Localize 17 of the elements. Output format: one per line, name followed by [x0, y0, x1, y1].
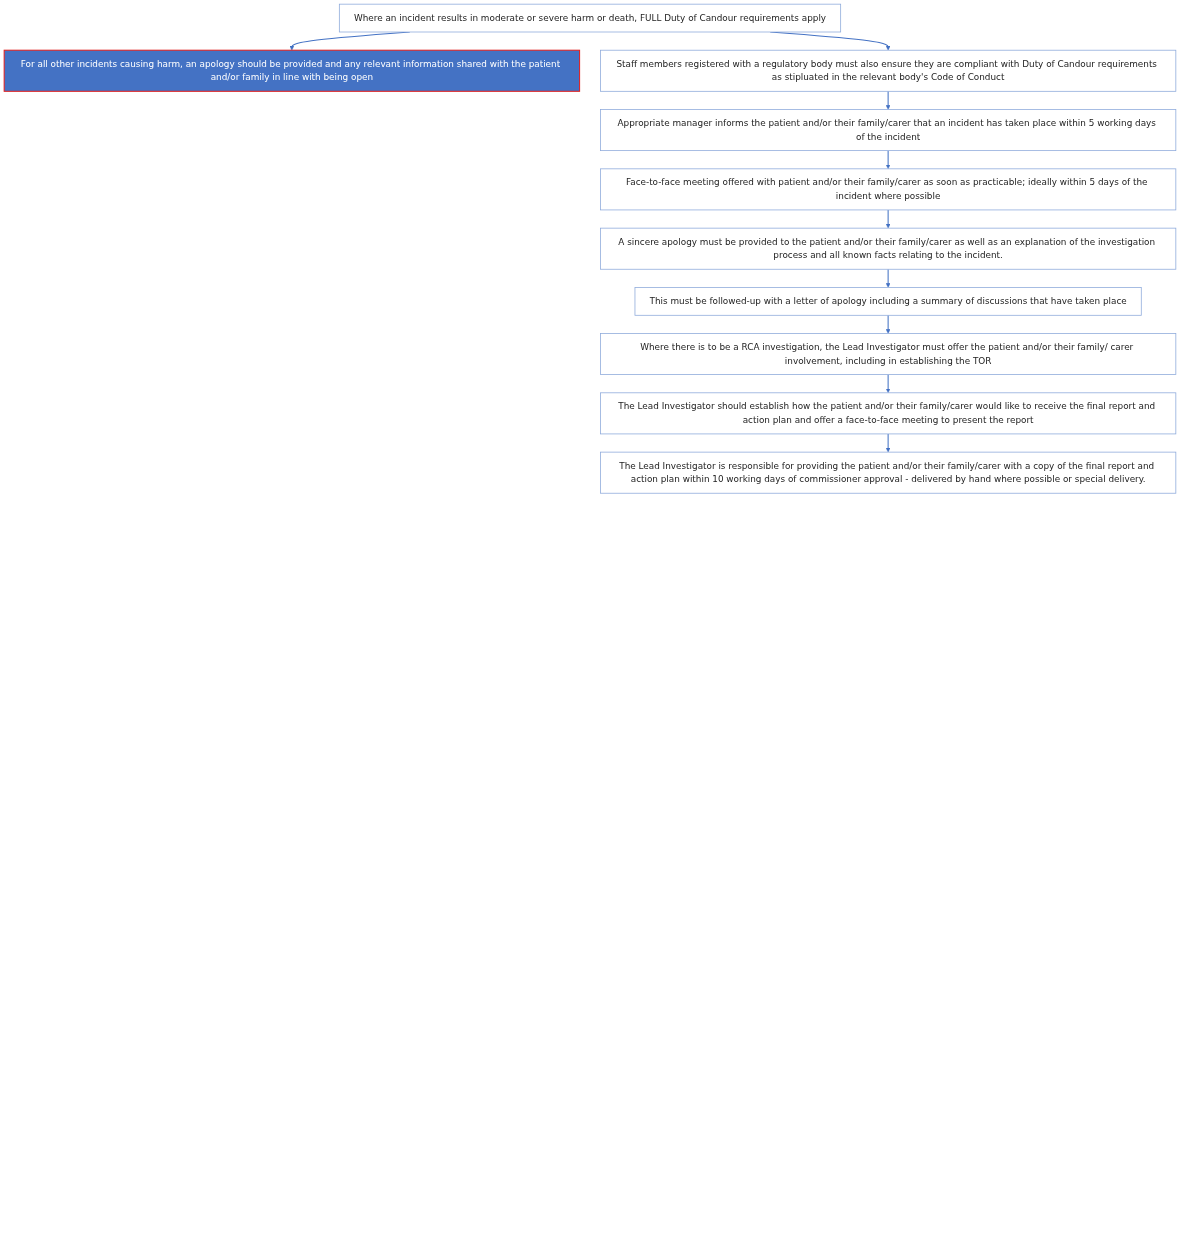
node-box: A sincere apology must be provided to the patient and/or their family/carer as well as an explanation of the investigation process and all known facts relating to the incident.	[600, 227, 1177, 270]
arrow	[885, 314, 891, 334]
arrow	[885, 150, 891, 170]
arrow	[885, 268, 891, 288]
node-box: Where an incident results in moderate or severe harm or death, FULL Duty of Candour requirements apply	[338, 3, 842, 33]
node-box: For all other incidents causing harm, an apology should be provided and any relevant information shared with the patient and/or family in line with being open	[3, 49, 581, 92]
arrow	[885, 433, 891, 453]
node-box: Face-to-face meeting offered with patient and/or their family/carer as soon as practicable; ideally within 5 days of the incident where possible	[600, 168, 1177, 211]
node-box: The Lead Investigator is responsible for providing the patient and/or their family/carer with a copy of the final report and action plan within 10 working days of commissioner approval - delivered by hand where possible or special delivery.	[600, 451, 1177, 494]
node-box: Staff members registered with a regulatory body must also ensure they are compliant with Duty of Candour requirements as stipluated in the relevant body's Code of Conduct	[600, 49, 1177, 92]
arrow	[885, 209, 891, 229]
node-box: Appropriate manager informs the patient and/or their family/carer that an incident has taken place within 5 working days of the incident	[600, 109, 1177, 151]
arrow	[885, 374, 891, 393]
node-box: This must be followed-up with a letter of apology including a summary of discussions that have taken place	[634, 287, 1142, 316]
arrow	[885, 90, 891, 110]
node-box: The Lead Investigator should establish how the patient and/or their family/carer would like to receive the final report and action plan and offer a face-to-face meeting to present the report	[600, 392, 1177, 435]
node-box: Where there is to be a RCA investigation, the Lead Investigator must offer the patient and/or their family/ carer involvement, including in establishing the TOR	[600, 333, 1177, 375]
